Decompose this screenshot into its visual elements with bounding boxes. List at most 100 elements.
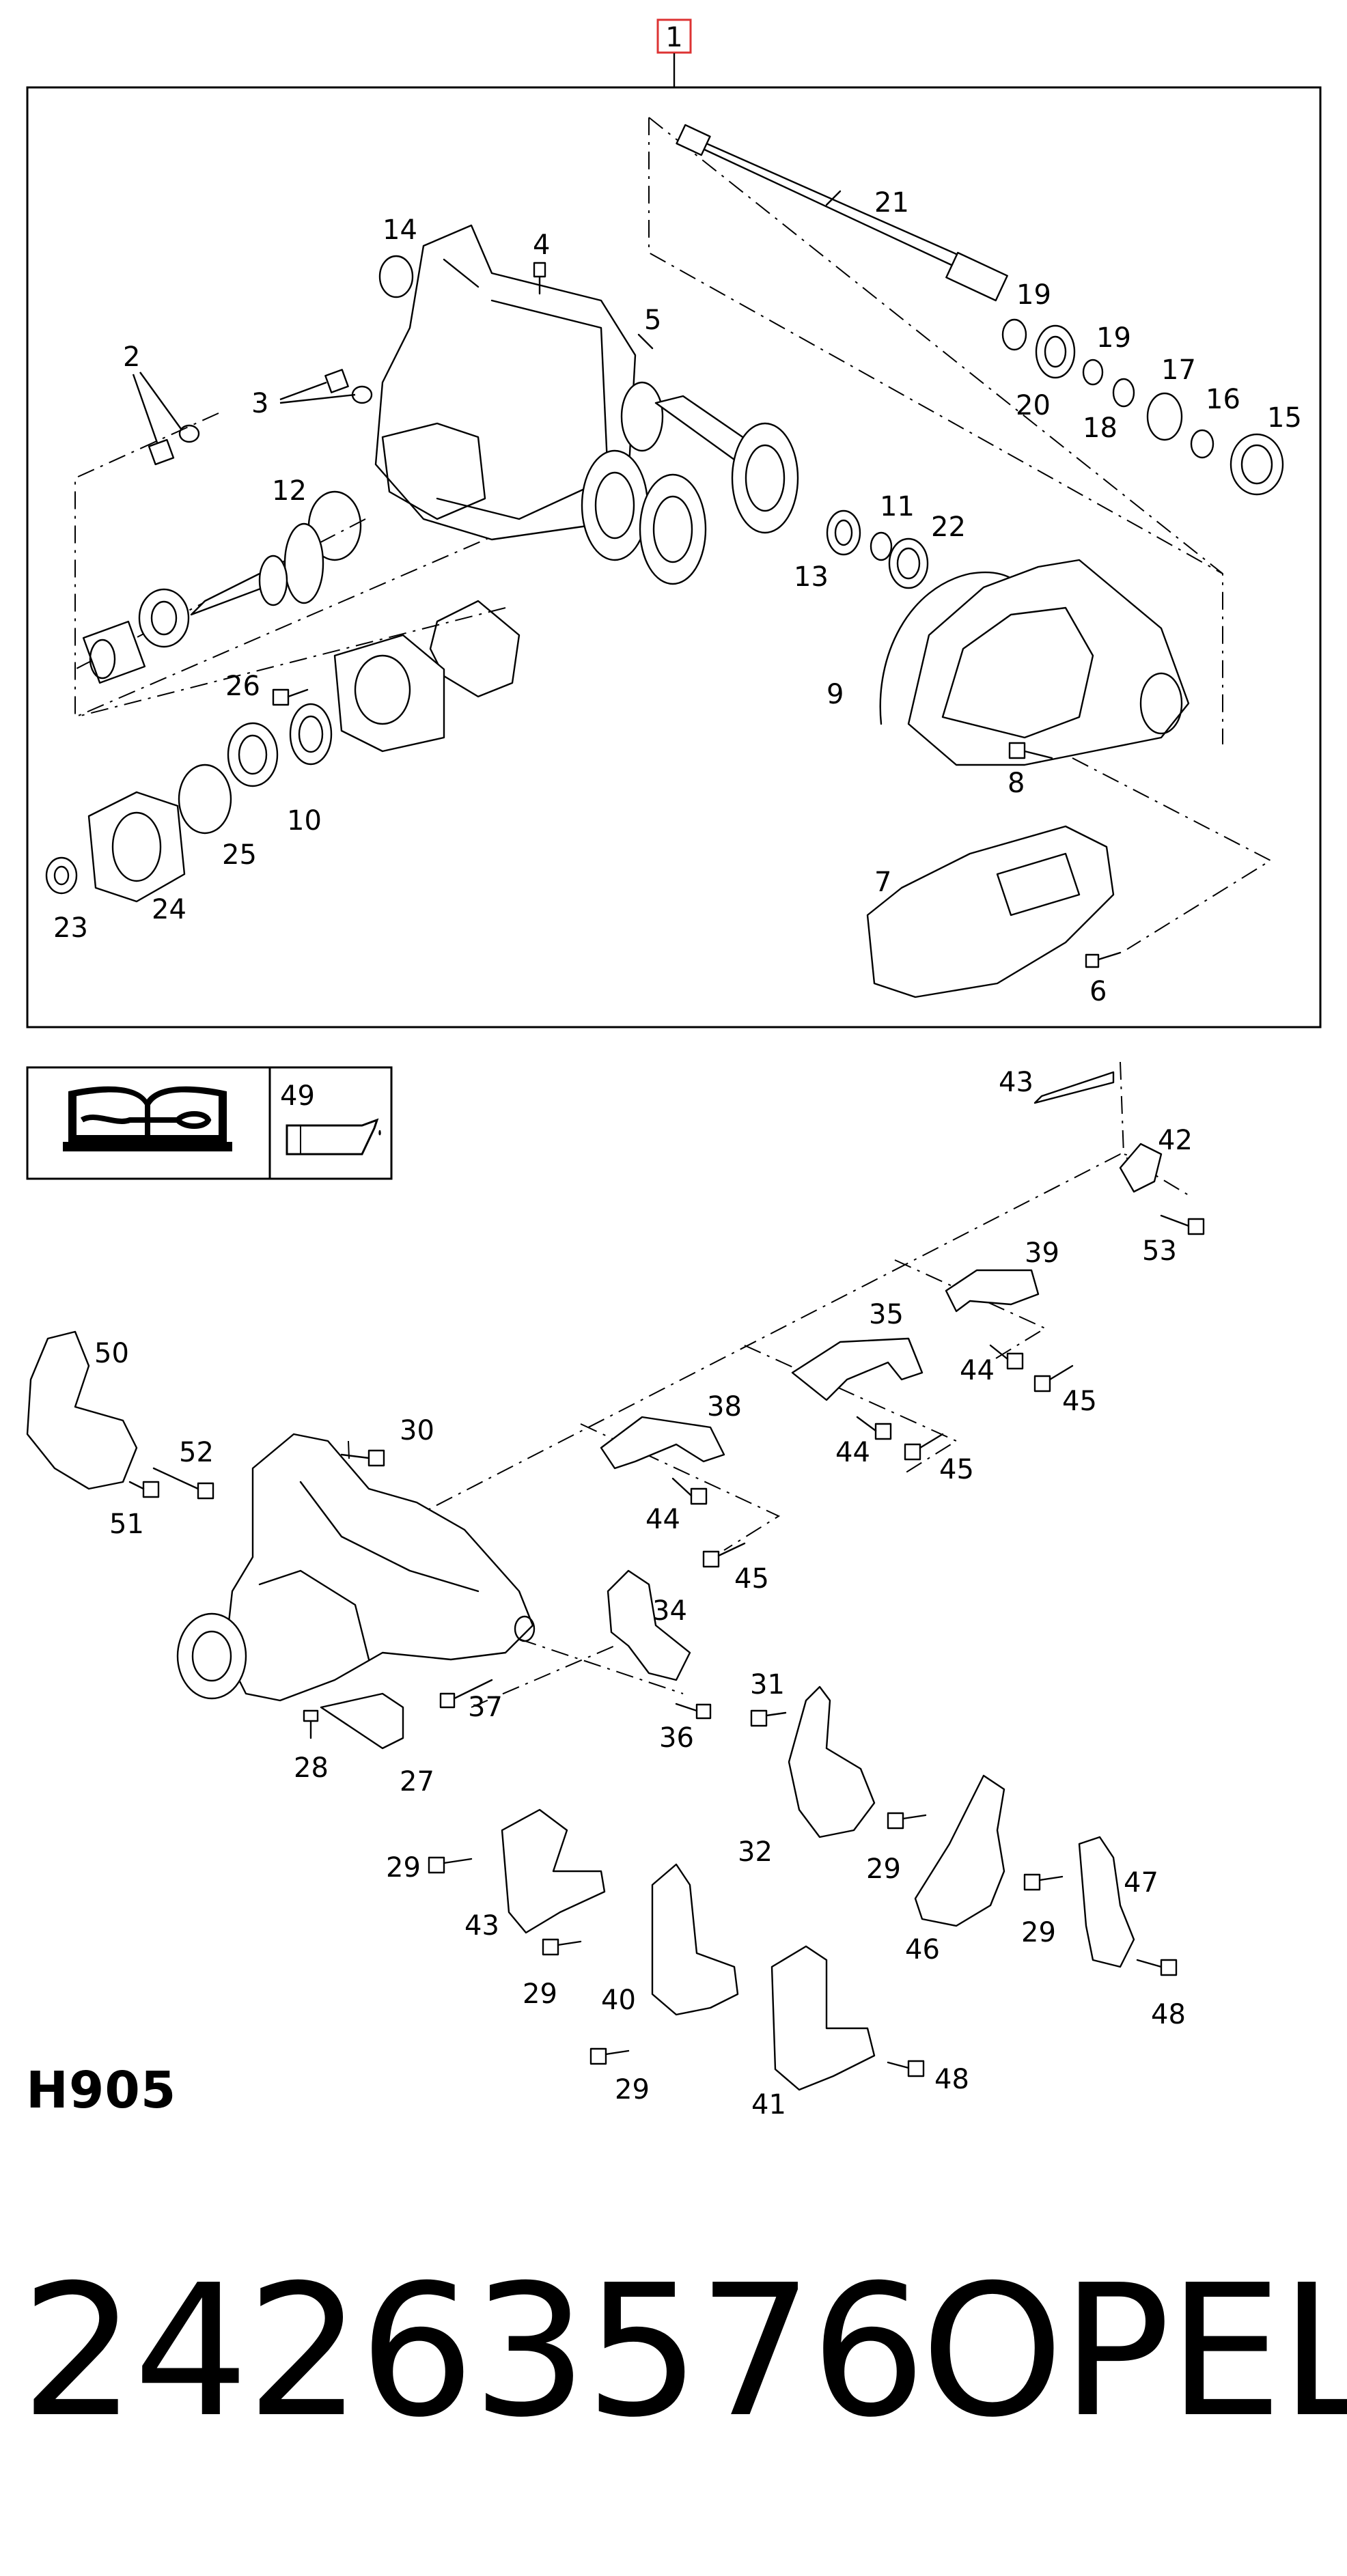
bolts-51-52-part (128, 1467, 214, 1500)
callout[interactable]: 25 (222, 839, 257, 871)
callout[interactable]: 42 (1158, 1125, 1193, 1156)
callout[interactable]: 15 (1267, 402, 1302, 434)
callout[interactable]: 30 (400, 1415, 434, 1446)
oil-can-icon[interactable] (286, 1118, 381, 1156)
callout[interactable]: 38 (707, 1391, 742, 1423)
callout[interactable]: 45 (1062, 1386, 1097, 1417)
bolt-53-part (1160, 1214, 1205, 1235)
bolt-31-part (750, 1709, 787, 1727)
callout[interactable]: 29 (615, 2074, 650, 2105)
callout[interactable]: 44 (960, 1355, 995, 1386)
mount-32-part (788, 1685, 876, 1838)
callout[interactable]: 22 (931, 512, 966, 543)
callout[interactable]: 21 (874, 187, 909, 219)
bolts-44-45-part (671, 1344, 1074, 1568)
callout[interactable]: 40 (601, 1985, 636, 2016)
leader-lines-top (132, 372, 356, 443)
callout[interactable]: 37 (468, 1692, 503, 1723)
transfer-case-assembly-part (176, 1433, 536, 1702)
callout[interactable]: 12 (272, 475, 307, 507)
bracket-38-part (600, 1416, 725, 1470)
callout[interactable]: 39 (1025, 1237, 1059, 1269)
callout[interactable]: 45 (939, 1454, 974, 1485)
flange-24-part (87, 791, 186, 903)
callout[interactable]: 35 (869, 1299, 904, 1330)
callout[interactable]: 10 (287, 805, 322, 837)
gasket-part (429, 600, 520, 698)
callout[interactable]: 11 (880, 491, 915, 522)
assembly-frame (26, 86, 1322, 1028)
part-number: 24263576 (20, 2245, 926, 2457)
callouts-bottom: 27 28 29 29 29 29 29 30 31 32 34 35 36 3… (94, 1067, 1193, 2120)
callout[interactable]: 6 (1089, 976, 1107, 1007)
callout[interactable]: 14 (383, 214, 417, 246)
callout[interactable]: 48 (1151, 1999, 1186, 2030)
repair-manual-wrench-icon[interactable] (63, 1086, 232, 1151)
mount-41-part (770, 1945, 876, 2091)
bracket-42-part (1119, 1143, 1163, 1193)
bolt-6-part (1085, 951, 1122, 968)
callout[interactable]: 27 (400, 1766, 434, 1797)
callout[interactable]: 23 (53, 912, 88, 944)
callout[interactable]: 20 (1016, 390, 1051, 421)
callout[interactable]: 8 (1008, 768, 1025, 799)
bolts-29-part (428, 1812, 1064, 2065)
nut-23-part (45, 856, 78, 895)
callout[interactable]: 3 (251, 388, 268, 419)
callout[interactable]: 31 (750, 1669, 785, 1700)
callout[interactable]: 52 (179, 1437, 214, 1468)
callout[interactable]: 4 (533, 229, 550, 261)
callout[interactable]: 29 (1021, 1917, 1056, 1948)
callout[interactable]: 43 (999, 1067, 1033, 1098)
callout[interactable]: 41 (751, 2089, 786, 2120)
callout[interactable]: 29 (523, 1978, 557, 2010)
mount-43-part (501, 1808, 606, 1934)
callout[interactable]: 19 (1096, 322, 1131, 354)
seal-25-part (178, 764, 232, 835)
rings-and-bearings-right (1001, 318, 1284, 496)
callout[interactable]: 18 (1083, 412, 1117, 444)
input-shaft-part (190, 522, 324, 616)
callout[interactable]: 45 (734, 1563, 769, 1595)
callout[interactable]: 16 (1206, 384, 1240, 415)
callout[interactable]: 51 (109, 1509, 144, 1540)
bolts-48-part (887, 1959, 1178, 2077)
callout[interactable]: 48 (934, 2064, 969, 2095)
callout[interactable]: 34 (652, 1595, 687, 1627)
callout[interactable]: 46 (905, 1934, 940, 1965)
bracket-50-part (26, 1330, 138, 1490)
callout[interactable]: 43 (464, 1910, 499, 1942)
rings-center-part (826, 509, 929, 589)
bracket-35-part (791, 1337, 924, 1401)
callout[interactable]: 19 (1016, 279, 1051, 311)
callout[interactable]: 50 (94, 1338, 129, 1369)
bearings-lower-left-part (82, 588, 190, 684)
bolt-36-part (675, 1703, 712, 1720)
mount-46-part (914, 1774, 1005, 1927)
callout[interactable]: 9 (827, 679, 844, 710)
shield-7-part (866, 825, 1115, 998)
callout[interactable]: 24 (152, 894, 186, 925)
callout[interactable]: 28 (294, 1752, 329, 1784)
callout[interactable]: 29 (866, 1853, 901, 1885)
callout[interactable]: 32 (738, 1836, 773, 1868)
bracket-39-part (945, 1269, 1040, 1313)
callout[interactable]: 7 (874, 867, 891, 898)
callout[interactable]: 44 (835, 1437, 870, 1468)
oil-symbol-label: 49 (280, 1080, 315, 1112)
callout[interactable]: 44 (645, 1504, 680, 1535)
assembly-badge[interactable]: 1 (656, 18, 692, 54)
bolt-8-part (1008, 742, 1053, 759)
callout[interactable]: 29 (386, 1852, 421, 1884)
callout[interactable]: 47 (1124, 1867, 1158, 1899)
brand-name: OPEL (921, 2245, 1347, 2457)
callout[interactable]: 36 (659, 1722, 694, 1754)
mount-40-part (651, 1863, 739, 2016)
callout[interactable]: 13 (794, 561, 829, 593)
callout[interactable]: 17 (1161, 354, 1196, 386)
callout[interactable]: 5 (644, 305, 661, 336)
callout[interactable]: 2 (123, 341, 140, 373)
callout[interactable]: 26 (225, 671, 260, 702)
callout[interactable]: 53 (1142, 1235, 1177, 1267)
